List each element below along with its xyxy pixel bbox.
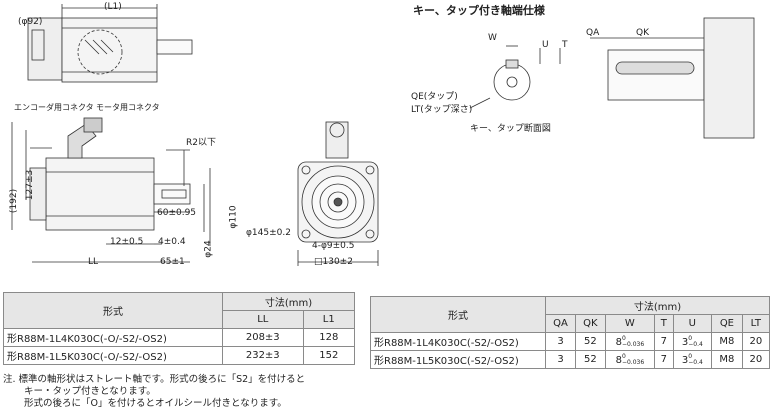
table-row: 形R88M-1L4K030C(-O/-S2/-OS2) 208±3 128 [3,328,356,347]
cell-model: 形R88M-1L5K030C(-S2/-OS2) [370,350,546,369]
cell-ll: 232±3 [222,346,304,365]
cell-model: 形R88M-1L4K030C(-S2/-OS2) [370,332,546,351]
w-tol-bottom: −0.036 [621,358,645,366]
label-phi92: (φ92) [18,17,43,27]
note-line-1: 注. 標準の軸形状はストレート軸です。形式の後ろに「S2」を付けると [3,374,306,385]
label-section: キー、タップ断面図 [470,124,551,134]
header-w: W [604,314,656,333]
cell-qe: M8 [711,350,743,369]
cell-l1: 152 [302,346,356,365]
header-qk: QK [575,314,606,333]
dimension-table-right: 形式 寸法(mm) QA QK W T U QE LT 形R88M-1L4K03… [370,296,771,369]
w-tol-bottom: −0.036 [621,340,645,348]
note-line-2: キー・タップ付きとなります。 [24,386,156,397]
motor-dimension-drawing [11,4,755,266]
label-l1: (L1) [104,2,122,12]
label-motor-connector: モータ用コネクタ [96,103,160,112]
label-65: 65±1 [160,257,185,267]
cell-t: 7 [654,332,674,351]
header-l1: L1 [302,310,356,329]
w-value: 8 [615,336,622,348]
cell-qa: 3 [544,332,577,351]
header-t: T [654,314,674,333]
header-model: 形式 [3,292,223,329]
label-w: W [488,33,497,43]
label-60: 60±0.95 [157,208,197,218]
header-dims: 寸法(mm) [222,292,355,311]
u-tol-bottom: −0.4 [688,340,703,348]
cell-qe: M8 [711,332,743,351]
header-qa: QA [544,314,577,333]
u-tol-top: 0 [688,334,693,342]
header-ll: LL [222,310,304,329]
header-model: 形式 [370,296,546,333]
label-130: □130±2 [314,257,353,267]
u-tol-top: 0 [688,352,693,360]
cell-qa: 3 [544,350,577,369]
u-value: 3 [681,336,689,348]
header-dims: 寸法(mm) [545,296,770,315]
u-value: 3 [681,354,689,366]
label-127: 127±3 [25,169,36,201]
label-qe: QE(タップ) [411,92,458,102]
table-row: 形R88M-1L5K030C(-O/-S2/-OS2) 232±3 152 [3,346,356,365]
key-tap-spec-title: キー、タップ付き軸端仕様 [413,4,545,17]
cell-l1: 128 [302,328,356,347]
u-tol-bottom: −0.4 [688,358,703,366]
label-110: φ110 [228,205,239,229]
header-u: U [672,314,713,333]
label-145: φ145±0.2 [246,228,291,238]
w-tol-top: 0 [621,352,626,360]
cell-ll: 208±3 [222,328,304,347]
label-ll: LL [88,257,99,267]
cell-lt: 20 [741,332,771,351]
cell-model: 形R88M-1L5K030C(-O/-S2/-OS2) [3,346,223,365]
cell-lt: 20 [741,350,771,369]
header-qe: QE [711,314,743,333]
label-u: U [542,40,549,50]
label-lt: LT(タップ深さ) [411,105,473,115]
label-qk: QK [636,28,649,38]
label-24: φ24 [203,240,214,258]
cell-qk: 52 [575,332,606,351]
label-qa: QA [586,28,600,38]
label-12: 12±0.5 [110,237,144,247]
note-line-3: 形式の後ろに「O」を付けるとオイルシール付きとなります。 [24,398,287,409]
label-encoder-connector: エンコーダ用コネクタ [14,103,94,112]
label-r2: R2以下 [186,138,216,148]
cell-qk: 52 [575,350,606,369]
cell-t: 7 [654,350,674,369]
label-4: 4±0.4 [158,237,186,247]
label-192: (192) [9,188,20,214]
label-t: T [562,40,568,50]
w-value: 8 [615,354,622,366]
w-tol-top: 0 [621,334,626,342]
cell-model: 形R88M-1L4K030C(-O/-S2/-OS2) [3,328,223,347]
dimension-table-left: 形式 寸法(mm) LL L1 形R88M-1L4K030C(-O/-S2/-O… [3,292,356,365]
label-4phi9: 4-φ9±0.5 [312,241,355,251]
header-lt: LT [741,314,771,333]
